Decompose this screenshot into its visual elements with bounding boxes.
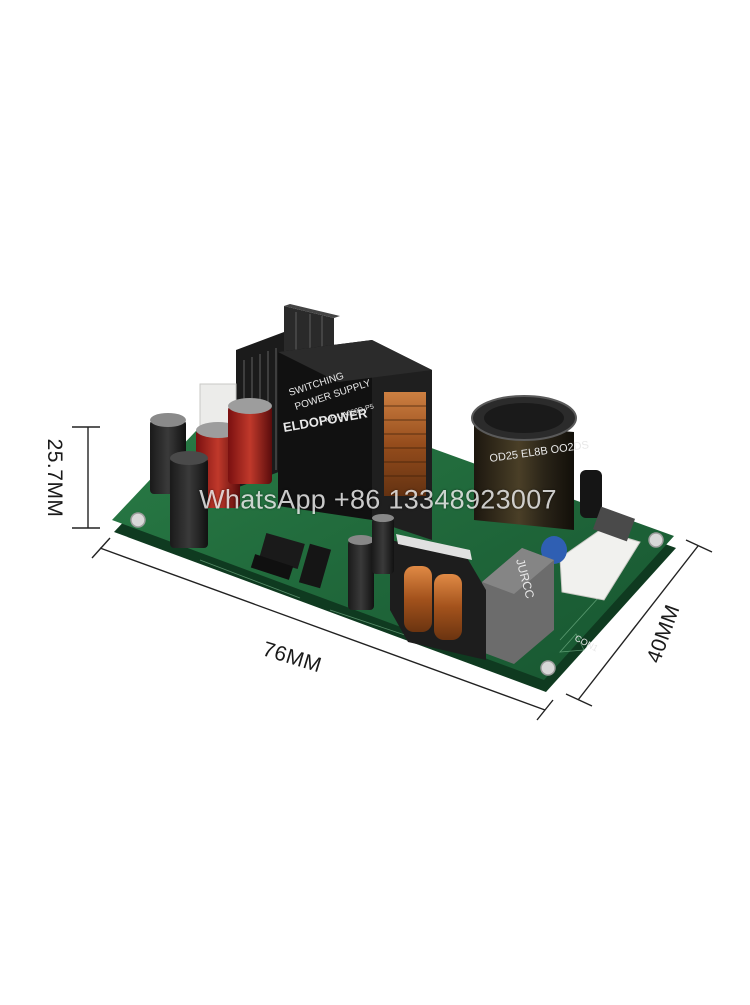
transformer: SWITCHING POWER SUPPLY ELDOPOWER MP-UA05…	[278, 340, 432, 540]
dimension-height-label: 25.7MM	[43, 438, 66, 518]
dimension-width-line	[565, 539, 713, 707]
transistor	[580, 470, 602, 518]
bridge-rectifier	[298, 543, 332, 589]
watermark-text: WhatsApp +86 13348923007	[199, 484, 557, 515]
diode	[250, 554, 294, 580]
bulk-capacitor: OD25 EL8B OO2DS	[471, 395, 590, 530]
mounting-hole	[648, 532, 664, 548]
common-mode-choke	[390, 534, 486, 660]
capacitor-group-left	[150, 398, 272, 548]
dimension-height-line	[72, 426, 100, 529]
output-connector: CON1	[559, 506, 641, 654]
small-capacitor	[348, 540, 374, 610]
emi-filter-box: JURCC	[482, 548, 554, 664]
y-capacitor	[541, 536, 567, 564]
small-capacitor	[372, 518, 394, 574]
dimension-length-line	[91, 537, 554, 721]
mounting-hole	[130, 512, 146, 528]
mounting-hole	[540, 660, 556, 676]
